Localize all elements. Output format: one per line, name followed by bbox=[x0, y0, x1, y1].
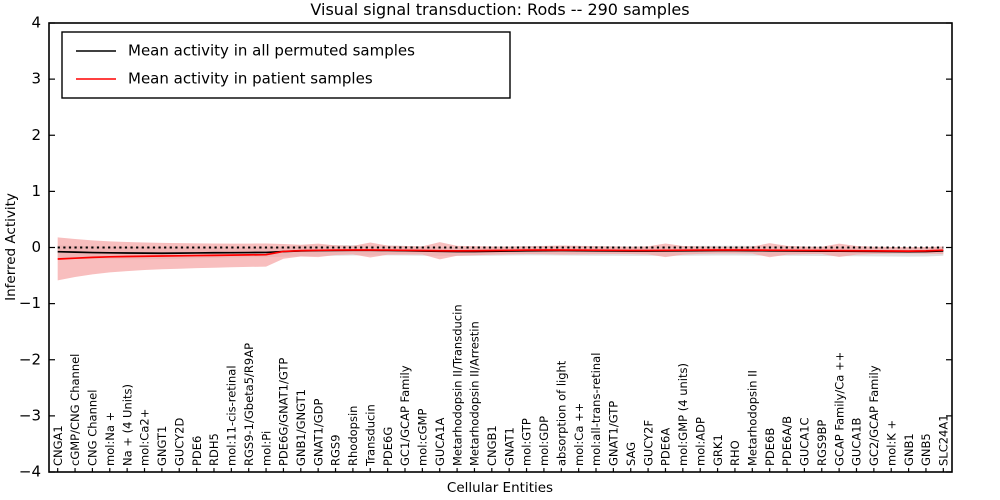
x-tick-label: PDE6B bbox=[763, 428, 777, 466]
x-tick-label: PDE6G bbox=[381, 427, 395, 466]
x-tick-label: Rhodopsin bbox=[346, 406, 360, 466]
x-tick-label: RHO bbox=[728, 440, 742, 466]
x-tick-label: mol:Na + bbox=[103, 412, 117, 466]
x-tick-label: CNGA1 bbox=[51, 425, 65, 466]
x-tick-label: GRK1 bbox=[711, 434, 725, 466]
x-tick-label: GUCA1B bbox=[850, 417, 864, 466]
y-tick-label: 2 bbox=[31, 126, 41, 144]
x-tick-label: GUCA1A bbox=[433, 417, 447, 466]
confidence-band-patient bbox=[57, 237, 944, 281]
x-tick-label: SAG bbox=[624, 442, 638, 466]
legend-label-permuted: Mean activity in all permuted samples bbox=[128, 42, 415, 60]
y-tick-label: −2 bbox=[19, 350, 41, 368]
x-tick-label: Na + (4 Units) bbox=[120, 384, 134, 466]
x-tick-label: Metarhodopsin II bbox=[745, 370, 759, 466]
x-tick-label: absorption of light bbox=[554, 360, 568, 466]
y-tick-label: −1 bbox=[19, 294, 41, 312]
y-tick-label: −3 bbox=[19, 406, 41, 424]
x-tick-label: GUCY2F bbox=[641, 420, 655, 466]
chart-legend[interactable]: Mean activity in all permuted samplesMea… bbox=[61, 31, 511, 99]
x-tick-label: mol:ADP bbox=[693, 417, 707, 466]
x-tick-label: RGS9-1/Gbeta5/R9AP bbox=[242, 343, 256, 466]
x-tick-label: mol:GDP bbox=[537, 416, 551, 466]
x-tick-label: PDE6A bbox=[659, 428, 673, 466]
x-tick-label: mol:GTP bbox=[520, 418, 534, 466]
y-tick-label: 0 bbox=[31, 238, 41, 256]
x-tick-label: PDE6G/GNAT1/GTP bbox=[277, 358, 291, 466]
x-tick-label: GNAT1/GTP bbox=[607, 401, 621, 466]
legend-label-patient: Mean activity in patient samples bbox=[128, 70, 373, 88]
confidence-band-layer bbox=[57, 237, 944, 281]
x-tick-label: GNB1 bbox=[902, 433, 916, 466]
x-tick-label: mol:Ca ++ bbox=[572, 403, 586, 466]
x-tick-label: GNAT1/GDP bbox=[311, 399, 325, 466]
x-tick-label: SLC24A1 bbox=[937, 414, 951, 466]
y-axis-ticks: −4 −3 −2 −1 0 1 2 3 4 bbox=[19, 14, 952, 481]
x-tick-label: Metarhodopsin II/Arrestin bbox=[468, 321, 482, 466]
x-tick-label: GNGT1 bbox=[155, 426, 169, 466]
x-tick-label: GUCA1C bbox=[798, 417, 812, 466]
x-tick-label: CNGB1 bbox=[485, 425, 499, 466]
x-tick-label: RGS9BP bbox=[815, 420, 829, 466]
x-tick-label: GNB1/GNGT1 bbox=[294, 389, 308, 466]
x-tick-label: CNG Channel bbox=[86, 390, 100, 466]
x-tick-label: GC1/GCAP Family bbox=[398, 365, 412, 466]
y-tick-label: 4 bbox=[31, 14, 41, 32]
x-tick-label: mol:Pi bbox=[259, 431, 273, 466]
y-axis-title: Inferred Activity bbox=[3, 193, 19, 301]
x-tick-label: GC2/GCAP Family bbox=[867, 365, 881, 466]
x-tick-label: RGS9 bbox=[329, 434, 343, 466]
y-tick-label: −4 bbox=[19, 463, 41, 481]
x-tick-label: mol:Ca2+ bbox=[138, 409, 152, 466]
x-tick-label: RDH5 bbox=[207, 433, 221, 466]
x-tick-label: GNAT1 bbox=[502, 427, 516, 466]
x-axis-title: Cellular Entities bbox=[447, 480, 553, 496]
x-tick-label: mol:all-trans-retinal bbox=[589, 353, 603, 466]
series-line-layer bbox=[57, 246, 944, 260]
y-tick-label: 1 bbox=[31, 182, 41, 200]
chart-title: Visual signal transduction: Rods -- 290 … bbox=[310, 0, 689, 19]
x-tick-label: GCAP Family/Ca ++ bbox=[832, 352, 846, 466]
x-tick-label: Metarhodopsin II/Transducin bbox=[450, 304, 464, 466]
x-tick-label: GUCY2D bbox=[172, 418, 186, 466]
x-tick-label: cGMP/CNG Channel bbox=[68, 354, 82, 466]
x-tick-label: mol:K + bbox=[884, 420, 898, 466]
x-tick-label: Transducin bbox=[363, 404, 377, 467]
y-tick-label: 3 bbox=[31, 70, 41, 88]
x-tick-label: PDE6A/B bbox=[780, 416, 794, 466]
legend-box bbox=[61, 31, 511, 99]
x-tick-label: mol:cGMP bbox=[416, 409, 430, 466]
x-tick-label: GNB5 bbox=[919, 433, 933, 466]
x-tick-label: mol:GMP (4 units) bbox=[676, 363, 690, 466]
series-line-mean-activity-in-patient-samples bbox=[57, 249, 944, 260]
x-tick-label: mol:11-cis-retinal bbox=[225, 365, 239, 466]
x-tick-label: PDE6 bbox=[190, 436, 204, 466]
